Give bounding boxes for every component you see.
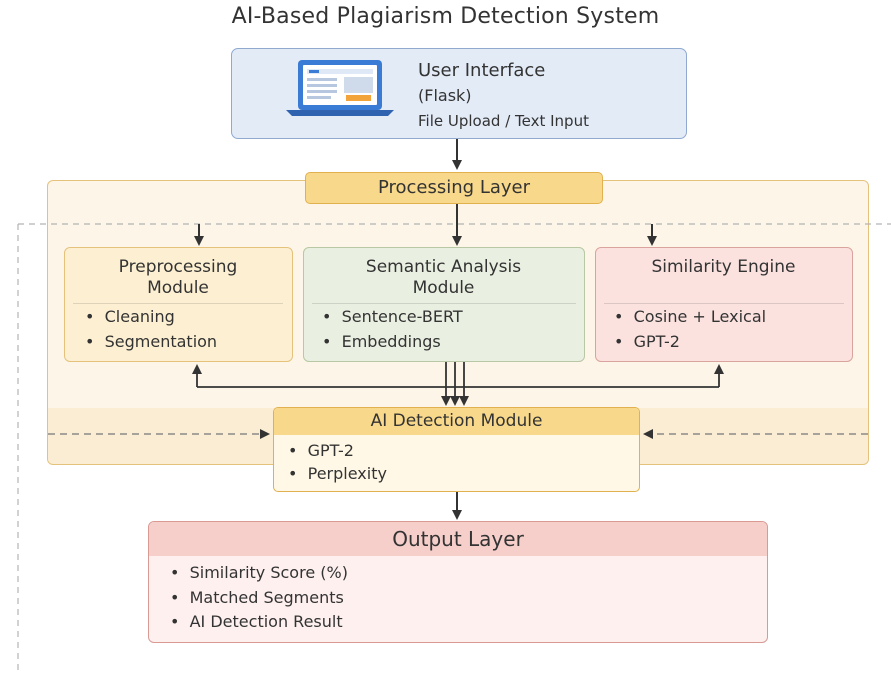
bullet-text: Similarity Score (%) — [189, 563, 348, 582]
bullet-text: Segmentation — [104, 332, 218, 351]
bullet-text: Cleaning — [104, 307, 175, 326]
module-bullet: • GPT-2 — [614, 332, 680, 351]
diagram-title: AI-Based Plagiarism Detection System — [231, 4, 660, 29]
module-title-line: Preprocessing — [118, 257, 238, 277]
output-layer-title: Output Layer — [149, 522, 767, 556]
bullet-dot: • — [170, 612, 180, 631]
module-divider — [73, 303, 283, 304]
bullet-dot: • — [170, 588, 180, 607]
bullet-dot: • — [170, 563, 180, 582]
module-bullet: • Segmentation — [85, 332, 217, 351]
user-interface-subtitle: (Flask) — [418, 86, 472, 105]
bullet-text: GPT-2 — [633, 332, 680, 351]
processing-layer-label: Processing Layer — [305, 172, 603, 204]
module-title-line: Module — [147, 278, 209, 298]
bullet-text: Embeddings — [341, 332, 441, 351]
bullet-text: AI Detection Result — [189, 612, 343, 631]
bullet-dot: • — [288, 441, 298, 460]
module-title: Preprocessing Module — [65, 257, 291, 299]
preprocessing-module: Preprocessing Module • Cleaning • Segmen… — [64, 247, 293, 362]
module-title-line: Similarity Engine — [651, 257, 796, 277]
module-bullet: • Cosine + Lexical — [614, 307, 766, 326]
bullet-text: GPT-2 — [307, 441, 354, 460]
ai-detection-bullet: • GPT-2 — [288, 441, 354, 460]
bullet-dot: • — [85, 307, 95, 326]
module-title-line: Semantic Analysis — [365, 257, 522, 277]
bullet-text: Cosine + Lexical — [633, 307, 767, 326]
module-divider — [312, 303, 576, 304]
bullet-text: Sentence-BERT — [341, 307, 463, 326]
laptop-icon — [286, 60, 394, 116]
bullet-dot: • — [322, 307, 332, 326]
output-bullet: • Similarity Score (%) — [170, 563, 348, 582]
bullet-dot: • — [614, 307, 624, 326]
module-bullet: • Embeddings — [322, 332, 441, 351]
module-title-line: Module — [412, 278, 475, 298]
module-bullet: • Cleaning — [85, 307, 175, 326]
module-divider — [604, 303, 844, 304]
semantic-analysis-module: Semantic Analysis Module • Sentence-BERT… — [303, 247, 585, 362]
bullet-dot: • — [614, 332, 624, 351]
output-bullet: • Matched Segments — [170, 588, 344, 607]
module-title: Semantic Analysis Module — [304, 257, 583, 299]
similarity-engine-module: Similarity Engine • Cosine + Lexical • G… — [595, 247, 853, 362]
user-interface-title: User Interface — [418, 60, 546, 81]
bullet-text: Perplexity — [307, 464, 387, 483]
ai-detection-bullet: • Perplexity — [288, 464, 387, 483]
module-bullet: • Sentence-BERT — [322, 307, 463, 326]
ai-detection-title: AI Detection Module — [274, 408, 639, 435]
output-bullet: • AI Detection Result — [170, 612, 343, 631]
bullet-text: Matched Segments — [189, 588, 344, 607]
bullet-dot: • — [322, 332, 332, 351]
user-interface-detail: File Upload / Text Input — [418, 112, 589, 130]
bullet-dot: • — [85, 332, 95, 351]
module-title: Similarity Engine — [596, 257, 851, 278]
bullet-dot: • — [288, 464, 298, 483]
